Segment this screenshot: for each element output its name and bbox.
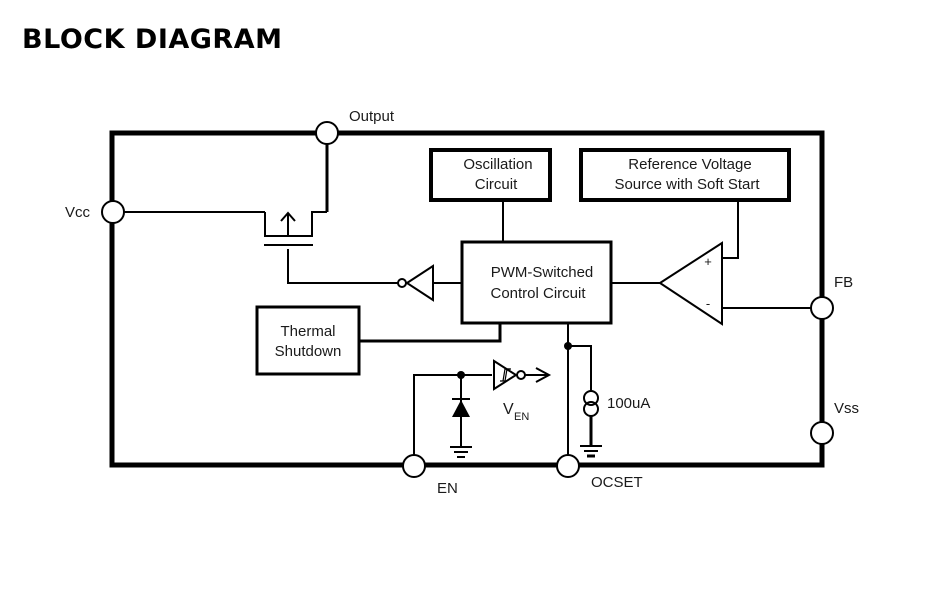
en-pin-label: EN <box>437 480 458 497</box>
pwm-label-2: Control Circuit <box>490 285 586 302</box>
comparator-minus-sign: - <box>706 296 710 311</box>
ven-label: V <box>503 401 514 418</box>
ground-icon <box>450 446 472 458</box>
fb-pin-label: FB <box>834 274 853 291</box>
pwm-label-1: PWM-Switched <box>491 264 594 281</box>
output-pin-label: Output <box>349 108 395 125</box>
en-wire <box>413 374 492 455</box>
ref-to-comparator-wire <box>722 200 739 259</box>
thermal-to-pwm-wire <box>359 323 502 343</box>
comparator-plus-sign: + <box>704 254 712 269</box>
ven-subscript: EN <box>514 411 529 423</box>
vcc-pin-label: Vcc <box>65 204 91 221</box>
page-title: BLOCK DIAGRAM <box>22 24 283 55</box>
output-pin[interactable] <box>315 121 339 145</box>
mosfet-icon <box>264 211 400 284</box>
current-source-label: 100uA <box>607 395 650 412</box>
thermal-shutdown-block <box>255 305 361 376</box>
ocset-pin-label: OCSET <box>591 474 643 491</box>
ocset-pin[interactable] <box>556 454 580 478</box>
current-source-icon <box>583 390 599 446</box>
oscillation-circuit-block <box>429 148 552 202</box>
vss-pin[interactable] <box>810 421 834 445</box>
comparator-icon <box>658 241 723 326</box>
schmitt-inverter-icon <box>493 359 552 391</box>
oscillation-label-1: Oscillation <box>463 156 532 173</box>
reference-voltage-block <box>579 148 791 202</box>
current-source-wire <box>568 345 592 391</box>
diode-icon <box>452 398 470 417</box>
vss-pin-label: Vss <box>834 400 859 417</box>
vcc-pin[interactable] <box>101 200 125 224</box>
fb-pin[interactable] <box>810 296 834 320</box>
ground-icon <box>580 445 602 458</box>
en-pin[interactable] <box>402 454 426 478</box>
reference-label-1: Reference Voltage <box>628 156 751 173</box>
inverter-icon <box>397 264 462 302</box>
thermal-label-2: Shutdown <box>275 343 342 360</box>
thermal-label-1: Thermal <box>280 323 335 340</box>
pwm-control-block <box>460 240 613 325</box>
oscillation-label-2: Circuit <box>475 176 518 193</box>
reference-label-2: Source with Soft Start <box>614 176 760 193</box>
